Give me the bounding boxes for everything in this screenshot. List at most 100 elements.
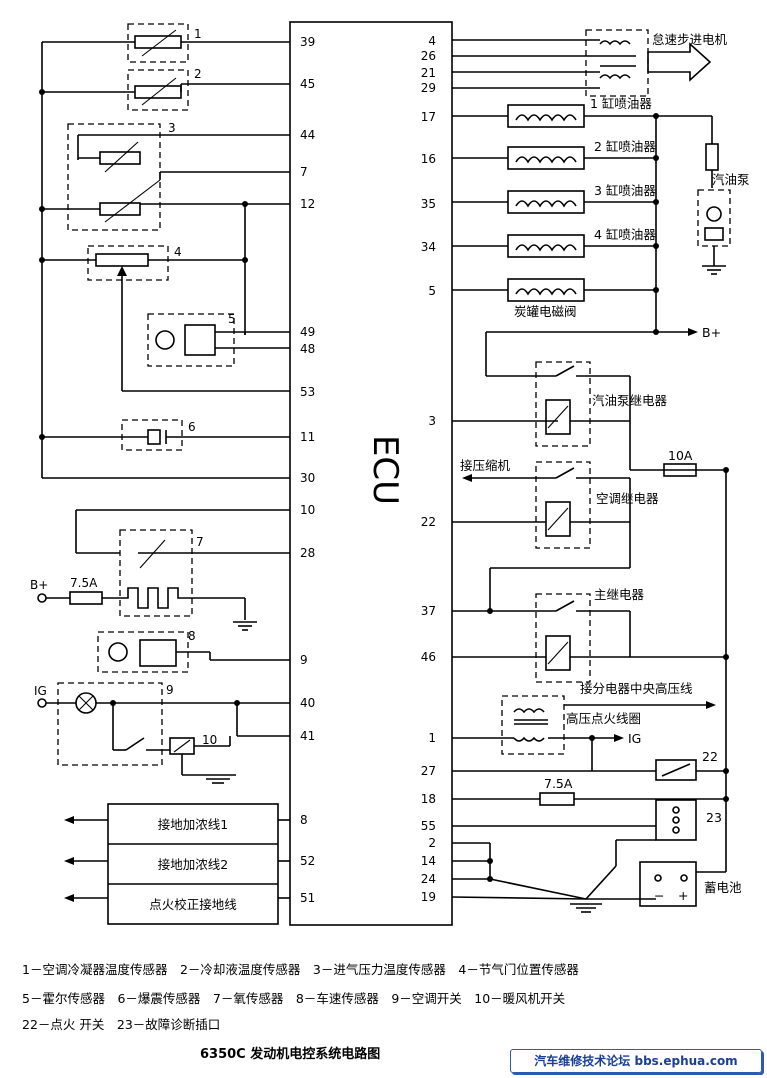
label-22: 22 xyxy=(702,749,718,764)
pin-30: 30 xyxy=(300,471,315,485)
legend-line-1: 1－空调冷凝器温度传感器 2－冷却液温度传感器 3－进气压力温度传感器 4－节气… xyxy=(22,962,579,977)
label-5: 5 xyxy=(228,312,236,326)
pin-51: 51 xyxy=(300,891,315,905)
lamp-cross xyxy=(78,695,94,711)
sensor-1-arrow xyxy=(141,29,177,57)
fuel-pump-relay-label: 汽油泵继电器 xyxy=(592,393,668,408)
pin-39: 39 xyxy=(300,35,315,49)
arrow-right xyxy=(688,328,698,336)
arrow-left xyxy=(462,474,472,482)
pin-5: 5 xyxy=(428,284,436,298)
fuel-pump-label: 汽油泵 xyxy=(712,172,750,187)
motor-coil xyxy=(599,74,631,80)
pin-2: 2 xyxy=(428,836,436,850)
battery-terminal xyxy=(680,874,688,882)
pin-44: 44 xyxy=(300,128,315,142)
sensor-2-arrow xyxy=(141,77,177,106)
pin-4: 4 xyxy=(428,34,436,48)
arrow-right xyxy=(706,701,716,709)
arrow-right xyxy=(614,734,624,742)
battery-label: 蓄电池 xyxy=(704,880,742,895)
pin-49: 49 xyxy=(300,325,315,339)
relay-coil-mark xyxy=(547,405,569,429)
fuse-10a xyxy=(663,463,697,477)
fuel-pump-body xyxy=(704,227,724,241)
coil xyxy=(515,200,577,208)
legend-line-3: 22－点火 开关 23－故障诊断插口 xyxy=(22,1017,221,1032)
label-2: 2 xyxy=(194,67,202,81)
label-7: 7 xyxy=(196,535,204,549)
label-10: 10 xyxy=(202,733,217,747)
coil xyxy=(515,114,577,122)
bplus-left-label: B+ xyxy=(30,578,48,592)
pin-19: 19 xyxy=(421,890,436,904)
arrow xyxy=(104,179,161,223)
pin-9: 9 xyxy=(300,653,308,667)
right-pin-labels: 4 26 21 29 17 16 35 34 5 3 22 37 46 1 27… xyxy=(421,34,436,904)
heater-element xyxy=(120,587,192,609)
pin-10: 10 xyxy=(300,503,315,517)
pin-29: 29 xyxy=(421,81,436,95)
plug-pin xyxy=(672,826,680,834)
pin-22: 22 xyxy=(421,515,436,529)
distributor-label: 接分电器中央高压线 xyxy=(580,681,693,696)
sensor-4-box xyxy=(87,245,169,281)
node xyxy=(723,768,729,774)
pin-17: 17 xyxy=(421,110,436,124)
pin-26: 26 xyxy=(421,49,436,63)
forum-watermark: 汽车维修技术论坛 bbs.ephua.com xyxy=(510,1049,762,1073)
pin-37: 37 xyxy=(421,604,436,618)
idle-motor-label: 怠速步进电机 xyxy=(652,32,728,47)
fuel-pump-fuse xyxy=(705,143,719,171)
sensor-7-box xyxy=(119,529,193,617)
injector-3-label: 3 缸喷油器 xyxy=(594,183,656,198)
arrow xyxy=(139,539,166,569)
switch-blade xyxy=(661,763,691,777)
relay-coil xyxy=(545,399,571,435)
pin-34: 34 xyxy=(421,240,436,254)
pin-24: 24 xyxy=(421,872,436,886)
diagram-caption: 6350C 发动机电控系统电路图 xyxy=(200,1047,381,1062)
node xyxy=(723,654,729,660)
main-relay-label: 主继电器 xyxy=(594,587,645,602)
relay-contact xyxy=(555,365,575,377)
fuse-10a-label: 10A xyxy=(668,448,693,463)
speed-box xyxy=(139,639,177,667)
fuse-75a-left xyxy=(69,591,103,605)
relay-coil xyxy=(545,635,571,671)
bplus-right-label: B+ xyxy=(702,325,721,340)
ground-wire-2-label: 接地加浓线2 xyxy=(158,857,228,872)
coil xyxy=(515,244,577,252)
bplus-left-terminal xyxy=(37,593,47,603)
ig-right-label: IG xyxy=(628,731,641,746)
ignition-switch-22 xyxy=(655,759,697,781)
knock-element xyxy=(147,429,161,445)
wire-19 xyxy=(451,896,587,900)
relay-contact xyxy=(555,467,575,479)
battery-minus: − xyxy=(654,888,664,903)
label-6: 6 xyxy=(188,420,196,434)
injector-4-label: 4 缸喷油器 xyxy=(594,227,656,242)
arrow-left xyxy=(64,857,74,865)
node xyxy=(487,858,493,864)
sensor-1-resistor xyxy=(134,35,182,49)
pin-52: 52 xyxy=(300,854,315,868)
hall-element xyxy=(155,330,175,350)
node xyxy=(723,796,729,802)
ignition-coil-label: 高压点火线圈 xyxy=(566,711,641,726)
fuel-pump-relay-box xyxy=(535,361,591,447)
pin-3: 3 xyxy=(428,414,436,428)
pin-55: 55 xyxy=(421,819,436,833)
ground-wire-group xyxy=(107,803,279,925)
label-23: 23 xyxy=(706,810,722,825)
ground-wire-1-label: 接地加浓线1 xyxy=(158,817,228,832)
pin-27: 27 xyxy=(421,764,436,778)
coil xyxy=(513,736,545,742)
arrow-left xyxy=(64,894,74,902)
coil xyxy=(515,156,577,164)
fuel-pump-box xyxy=(697,189,731,247)
pin-11: 11 xyxy=(300,430,315,444)
node xyxy=(653,243,659,249)
label-1: 1 xyxy=(194,27,202,41)
